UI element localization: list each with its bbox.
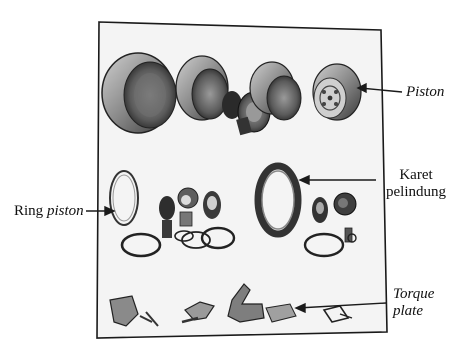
label-ring-piston: Ring piston	[14, 203, 84, 220]
label-ring-italic: piston	[47, 203, 84, 219]
label-ring-prefix: Ring	[14, 203, 47, 219]
label-piston: Piston	[406, 84, 444, 101]
label-torque-line1: Torque	[393, 286, 434, 303]
label-torque-line2: plate	[393, 303, 434, 320]
label-karet-line2: pelindung	[386, 184, 446, 201]
label-torque-plate: Torque plate	[393, 286, 434, 320]
label-karet-line1: Karet	[386, 167, 446, 184]
label-karet-pelindung: Karet pelindung	[386, 167, 446, 201]
